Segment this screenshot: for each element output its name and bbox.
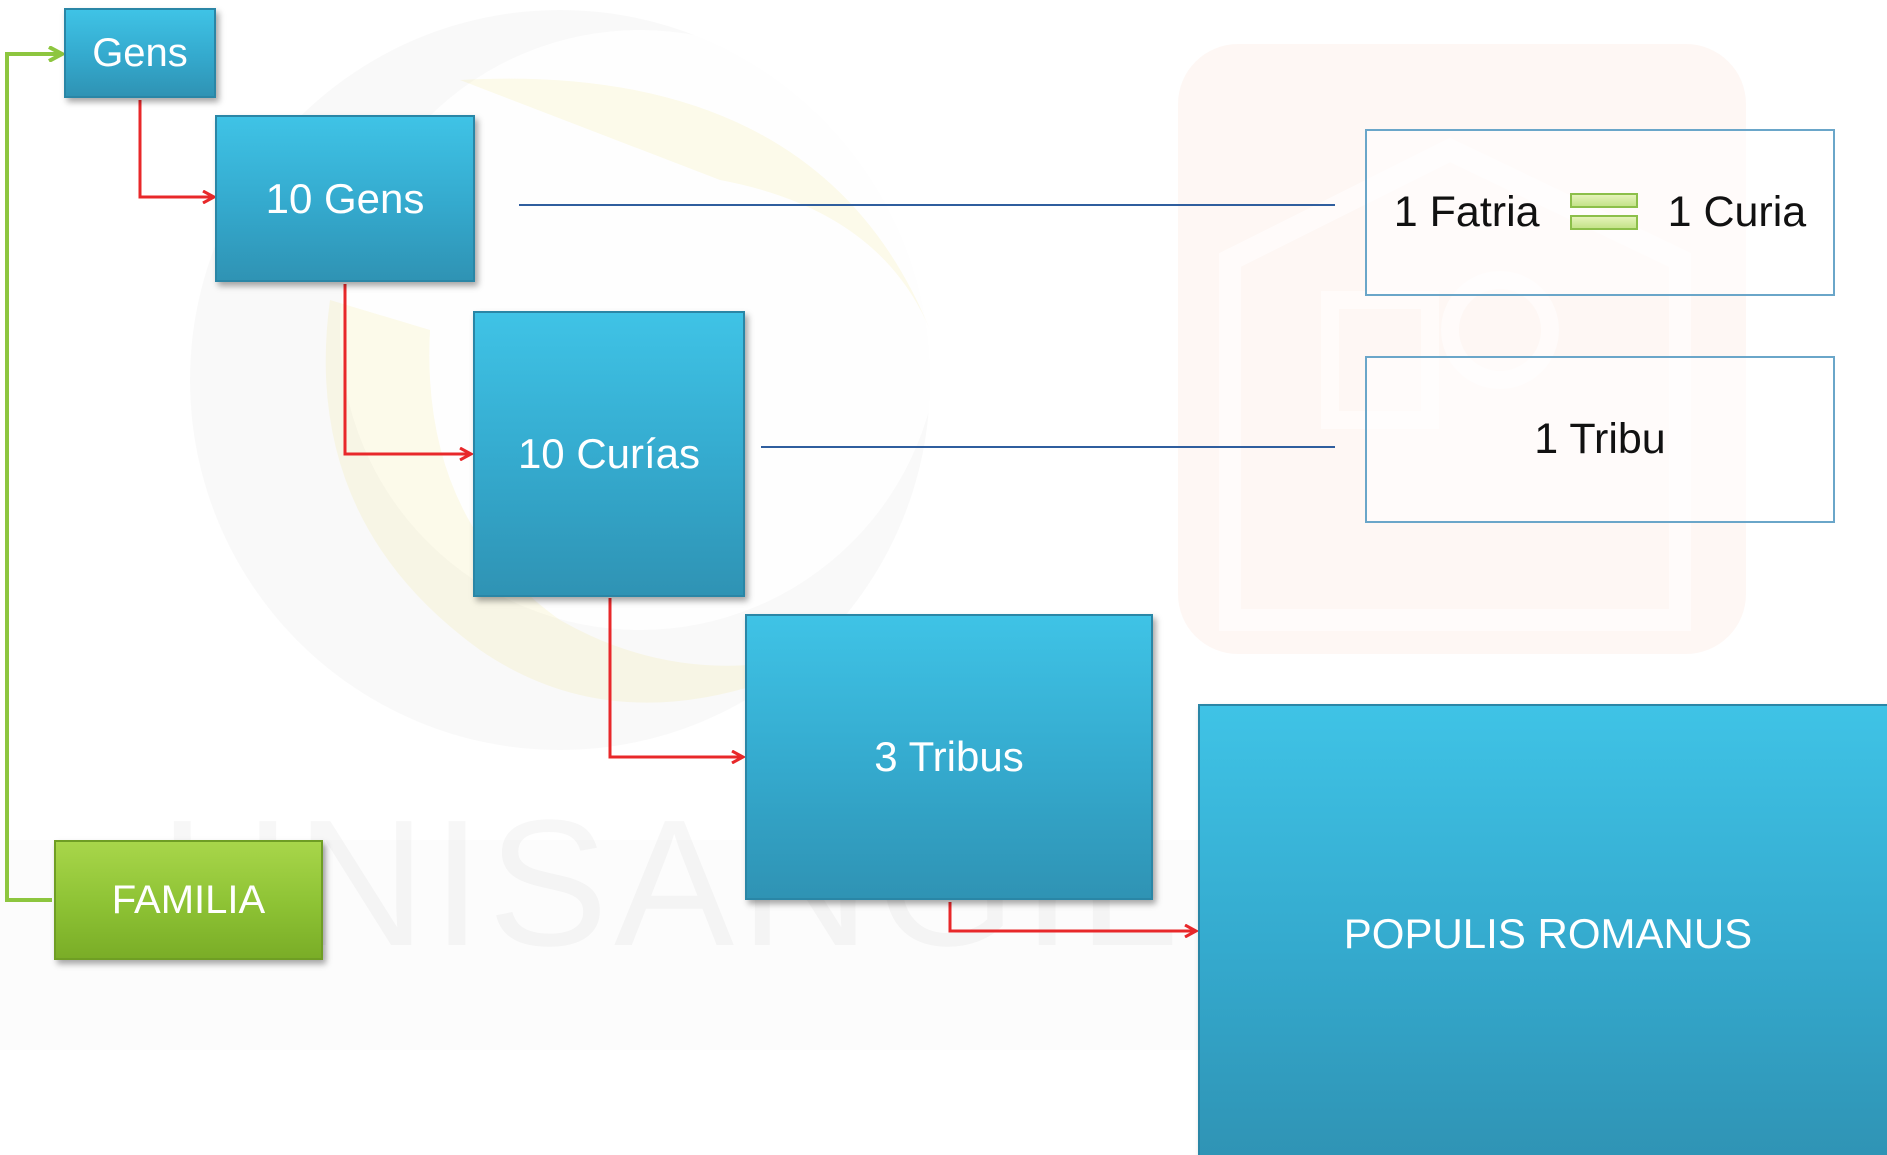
equivalence-tribu: 1 Tribu bbox=[1365, 356, 1835, 523]
equals-icon bbox=[1569, 192, 1638, 233]
equivalence-fatria-curia: 1 Fatria 1 Curia bbox=[1365, 129, 1835, 296]
curia-label: 1 Curia bbox=[1667, 188, 1807, 236]
node-gens: Gens bbox=[64, 8, 216, 98]
fatria-curia-row: 1 Fatria 1 Curia bbox=[1394, 188, 1806, 237]
node-10-curias-label: 10 Curías bbox=[517, 430, 701, 477]
node-familia-label: FAMILIA bbox=[111, 877, 266, 922]
node-10-gens-label: 10 Gens bbox=[265, 174, 425, 222]
node-populis-romanus-label: POPULIS ROMANUS bbox=[1343, 910, 1753, 957]
node-populis-romanus: POPULIS ROMANUS bbox=[1198, 704, 1887, 1155]
node-3-tribus: 3 Tribus bbox=[745, 614, 1153, 900]
fatria-label: 1 Fatria bbox=[1393, 188, 1540, 236]
node-10-gens: 10 Gens bbox=[215, 115, 475, 282]
node-3-tribus-label: 3 Tribus bbox=[874, 733, 1024, 780]
node-10-curias: 10 Curías bbox=[473, 311, 745, 597]
tribu-label: 1 Tribu bbox=[1534, 415, 1666, 463]
node-familia: FAMILIA bbox=[54, 840, 323, 960]
node-gens-label: Gens bbox=[92, 30, 188, 75]
